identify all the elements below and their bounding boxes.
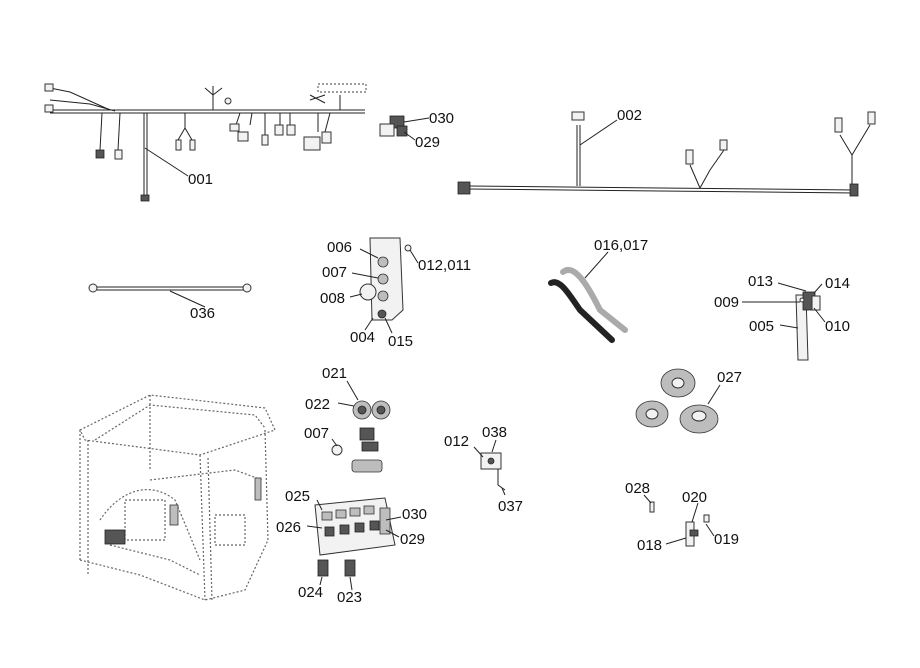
callout-015: 015 — [388, 333, 413, 350]
callout-025: 025 — [285, 488, 310, 505]
cable-ties: 016,017 — [548, 237, 648, 343]
callout-013: 013 — [748, 273, 773, 290]
callout-036: 036 — [190, 305, 215, 322]
small-hardware: 028 020 018 019 — [625, 480, 739, 554]
callout-014: 014 — [825, 275, 850, 292]
harness-001: 001 — [44, 83, 367, 202]
callout-005: 005 — [749, 318, 774, 335]
callout-009: 009 — [714, 294, 739, 311]
callout-018: 018 — [637, 537, 662, 554]
callout-030-box: 030 — [402, 506, 427, 523]
callout-008: 008 — [320, 290, 345, 307]
relay-029-030-top: 030 029 — [379, 110, 454, 151]
callout-019: 019 — [714, 531, 739, 548]
callout-016-017: 016,017 — [594, 237, 648, 254]
switch-panel: 006 007 008 004 015 012,011 — [320, 237, 471, 350]
flange-nuts-027: 027 — [635, 368, 742, 434]
callout-030-top: 030 — [429, 110, 454, 127]
connectors-group: 021 022 007 — [304, 365, 391, 473]
callout-021: 021 — [322, 365, 347, 382]
fuse-box: 025 026 030 029 024 023 — [276, 488, 427, 606]
callout-006: 006 — [327, 239, 352, 256]
bracket-038: 012 038 037 — [444, 424, 523, 515]
callout-002: 002 — [617, 107, 642, 124]
callout-027: 027 — [717, 369, 742, 386]
cab-frame — [79, 394, 276, 601]
callout-001: 001 — [188, 171, 213, 188]
callout-038: 038 — [482, 424, 507, 441]
callout-028: 028 — [625, 480, 650, 497]
callout-026: 026 — [276, 519, 301, 536]
callout-007-connector: 007 — [304, 425, 329, 442]
callout-007-panel: 007 — [322, 264, 347, 281]
callout-023: 023 — [337, 589, 362, 606]
harness-002: 002 — [457, 107, 876, 197]
callout-012-011: 012,011 — [418, 257, 471, 274]
callout-029-box: 029 — [400, 531, 425, 548]
callout-020: 020 — [682, 489, 707, 506]
callout-012: 012 — [444, 433, 469, 450]
cable-036: 036 — [88, 283, 252, 322]
callout-024: 024 — [298, 584, 323, 601]
relay-bracket: 013 014 009 010 005 — [714, 273, 850, 361]
callout-010: 010 — [825, 318, 850, 335]
callout-004: 004 — [350, 329, 375, 346]
callout-037: 037 — [498, 498, 523, 515]
callout-029-top: 029 — [415, 134, 440, 151]
callout-022: 022 — [305, 396, 330, 413]
